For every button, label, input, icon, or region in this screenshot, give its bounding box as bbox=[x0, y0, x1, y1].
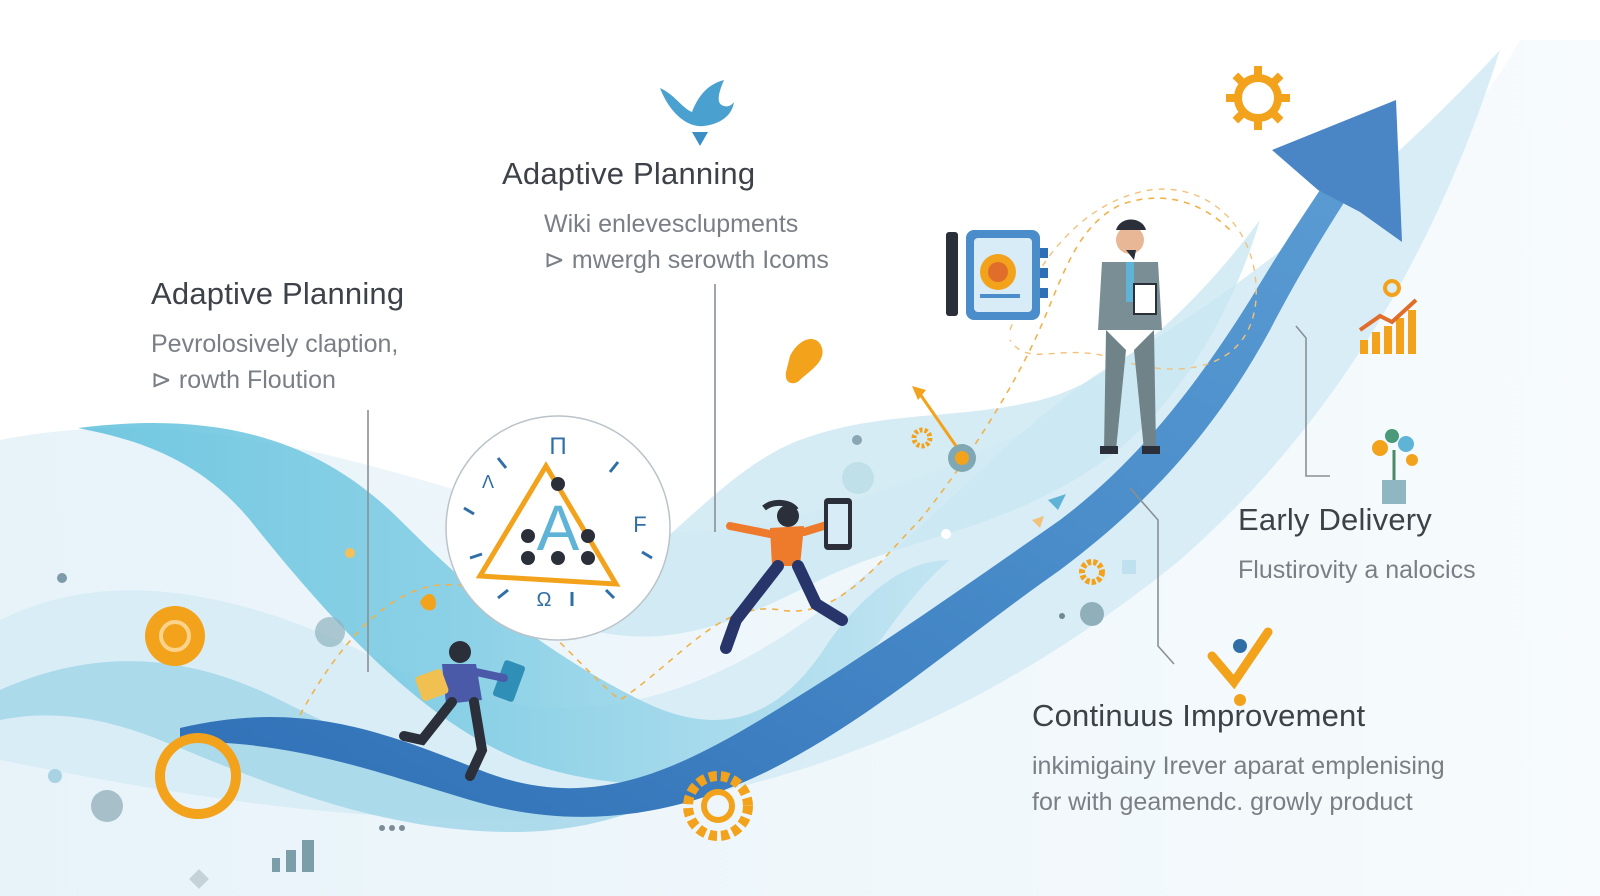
svg-text:Π: Π bbox=[549, 433, 566, 460]
label-adaptive-planning-top: Adaptive Planning Wiki enlevesclupments … bbox=[502, 156, 829, 278]
label-line: Flustirovity a nalocics bbox=[1238, 556, 1476, 584]
label-title: Early Delivery bbox=[1238, 502, 1433, 537]
label-line: for with geamendc. growly product bbox=[1032, 788, 1413, 816]
small-gear-icon bbox=[1079, 559, 1105, 585]
gear-icon bbox=[1226, 66, 1290, 130]
gear-icon bbox=[683, 771, 753, 841]
connector-ci bbox=[1129, 487, 1175, 665]
small-gear-icon bbox=[911, 427, 933, 449]
wave-lower-ribbon bbox=[0, 661, 770, 833]
signal-bars-icon bbox=[272, 840, 314, 872]
growth-arrow-band bbox=[180, 175, 1352, 817]
decorative-flame-icon bbox=[420, 593, 436, 611]
person-businessman bbox=[1098, 219, 1162, 454]
label-early-delivery: Early Delivery Flustirovity a nalocics bbox=[1238, 502, 1476, 588]
orange-ribbon-icon bbox=[785, 338, 823, 384]
compass-arrow-icon bbox=[912, 386, 958, 447]
label-line: inkimigainy Irever aparat emplenising bbox=[1032, 752, 1445, 780]
person-runner-with-phone bbox=[720, 498, 852, 654]
agile-cycle-icon: A Π F Λ Ω bbox=[445, 415, 671, 641]
label-continuous-improvement: Continuus Improvement inkimigainy Irever… bbox=[1032, 698, 1445, 820]
decorative-triangle bbox=[1032, 516, 1044, 528]
growth-arrow-head bbox=[1272, 100, 1402, 242]
dashed-loop bbox=[1009, 188, 1257, 370]
label-title: Continuus Improvement bbox=[1032, 698, 1366, 733]
notebook-icon bbox=[946, 230, 1048, 320]
person-runner-with-tablet bbox=[399, 641, 525, 781]
bar-growth-icon bbox=[1358, 298, 1418, 354]
label-line: ⊳ rowth Floution bbox=[151, 366, 336, 394]
decorative-triangle bbox=[1048, 494, 1066, 510]
plant-icon bbox=[1372, 429, 1418, 504]
label-title: Adaptive Planning bbox=[151, 276, 405, 311]
label-line: Pevrolosively claption, bbox=[151, 330, 399, 358]
bird-icon bbox=[660, 80, 734, 146]
label-line: ⊳ mwergh serowth Icoms bbox=[544, 246, 829, 274]
dashed-route bbox=[299, 197, 1231, 716]
decorative-dots bbox=[48, 435, 1136, 889]
svg-text:F: F bbox=[633, 512, 646, 537]
wave-teal-ribbon bbox=[78, 422, 950, 784]
orange-ring-icon bbox=[145, 606, 241, 819]
gear-icon bbox=[948, 444, 976, 472]
small-gear-icon bbox=[1383, 279, 1401, 297]
svg-text:Ω: Ω bbox=[537, 589, 552, 611]
label-line: Wiki enlevesclupments bbox=[544, 210, 799, 238]
svg-text:Λ: Λ bbox=[482, 472, 494, 492]
label-adaptive-planning-left: Adaptive Planning Pevrolosively claption… bbox=[151, 276, 404, 398]
connector-ed bbox=[1295, 325, 1330, 477]
wave-upper-light bbox=[560, 220, 1260, 637]
label-title: Adaptive Planning bbox=[502, 156, 756, 191]
checkmark-icon bbox=[1207, 627, 1273, 706]
